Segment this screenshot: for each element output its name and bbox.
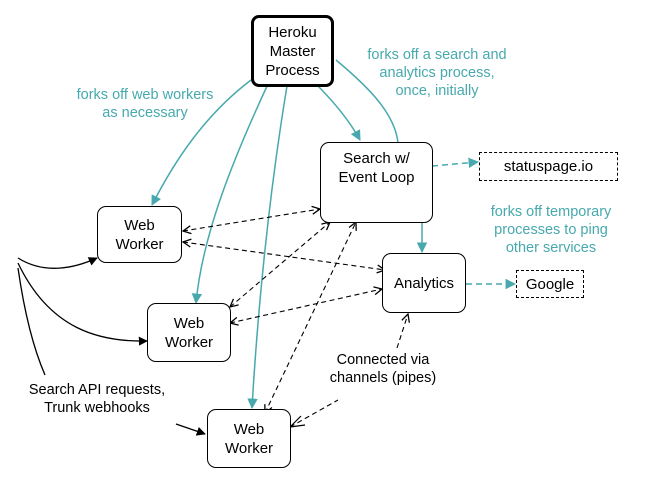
- worker2-line-2: Worker: [164, 333, 214, 351]
- pipe-worker2-analytics: [230, 289, 382, 323]
- analytics-node: Analytics: [382, 253, 466, 313]
- pipe-worker1-search: [183, 209, 320, 231]
- fork-arrow-analytics: [335, 59, 399, 144]
- web-worker-node-1: Web Worker: [97, 206, 182, 263]
- search-api-requests-label: Search API requests, Trunk webhooks: [28, 382, 166, 416]
- pipe-connected-to-analytics: [396, 314, 408, 349]
- search-event-loop-node: Search w/ Event Loop: [320, 142, 433, 223]
- fork-arrow-worker1: [151, 79, 252, 206]
- request-arrow-worker1: [17, 257, 98, 269]
- request-arrow-worker2: [17, 262, 148, 346]
- web-worker-node-2: Web Worker: [147, 303, 231, 362]
- pipe-worker3-search: [265, 222, 356, 413]
- pipe-worker3-analytics: [289, 399, 339, 428]
- google-node: Google: [516, 270, 584, 298]
- statuspage-node: statuspage.io: [479, 152, 618, 181]
- pipe-worker1-analytics: [183, 242, 385, 270]
- worker1-line-1: Web: [124, 216, 155, 234]
- forks-search-label: forks off a search and analytics process…: [367, 47, 507, 99]
- master-line-2: Master: [269, 42, 316, 60]
- master-line-1: Heroku: [268, 23, 317, 41]
- search-line-1: Search w/: [343, 150, 410, 167]
- master-line-3: Process: [265, 61, 320, 79]
- heroku-master-node: Heroku Master Process: [251, 15, 334, 87]
- statuspage-label: statuspage.io: [503, 158, 594, 175]
- worker3-line-2: Worker: [224, 439, 274, 457]
- pipe-worker2-search: [230, 222, 330, 307]
- fork-arrow-search: [315, 83, 361, 141]
- fork-arrow-worker2: [191, 83, 269, 305]
- analytics-line-1: Analytics: [393, 274, 455, 292]
- forks-temporary-label: forks off temporary processes to ping ot…: [490, 204, 612, 256]
- pipe-worker3-arrowhead: [288, 415, 306, 428]
- worker3-line-1: Web: [233, 420, 265, 438]
- worker2-line-1: Web: [173, 314, 205, 332]
- worker1-line-2: Worker: [115, 235, 164, 253]
- connected-via-pipes-label: Connected via channels (pipes): [329, 352, 437, 386]
- request-arrow-worker3: [175, 423, 206, 436]
- forks-web-workers-label: forks off web workers as necessary: [76, 87, 214, 121]
- search-to-statuspage-arrow: [431, 157, 480, 169]
- google-label: Google: [525, 275, 575, 293]
- fork-arrow-worker3: [247, 85, 288, 410]
- request-line-down: [17, 267, 46, 376]
- search-line-2: Event Loop: [338, 169, 415, 186]
- web-worker-node-3: Web Worker: [207, 409, 291, 468]
